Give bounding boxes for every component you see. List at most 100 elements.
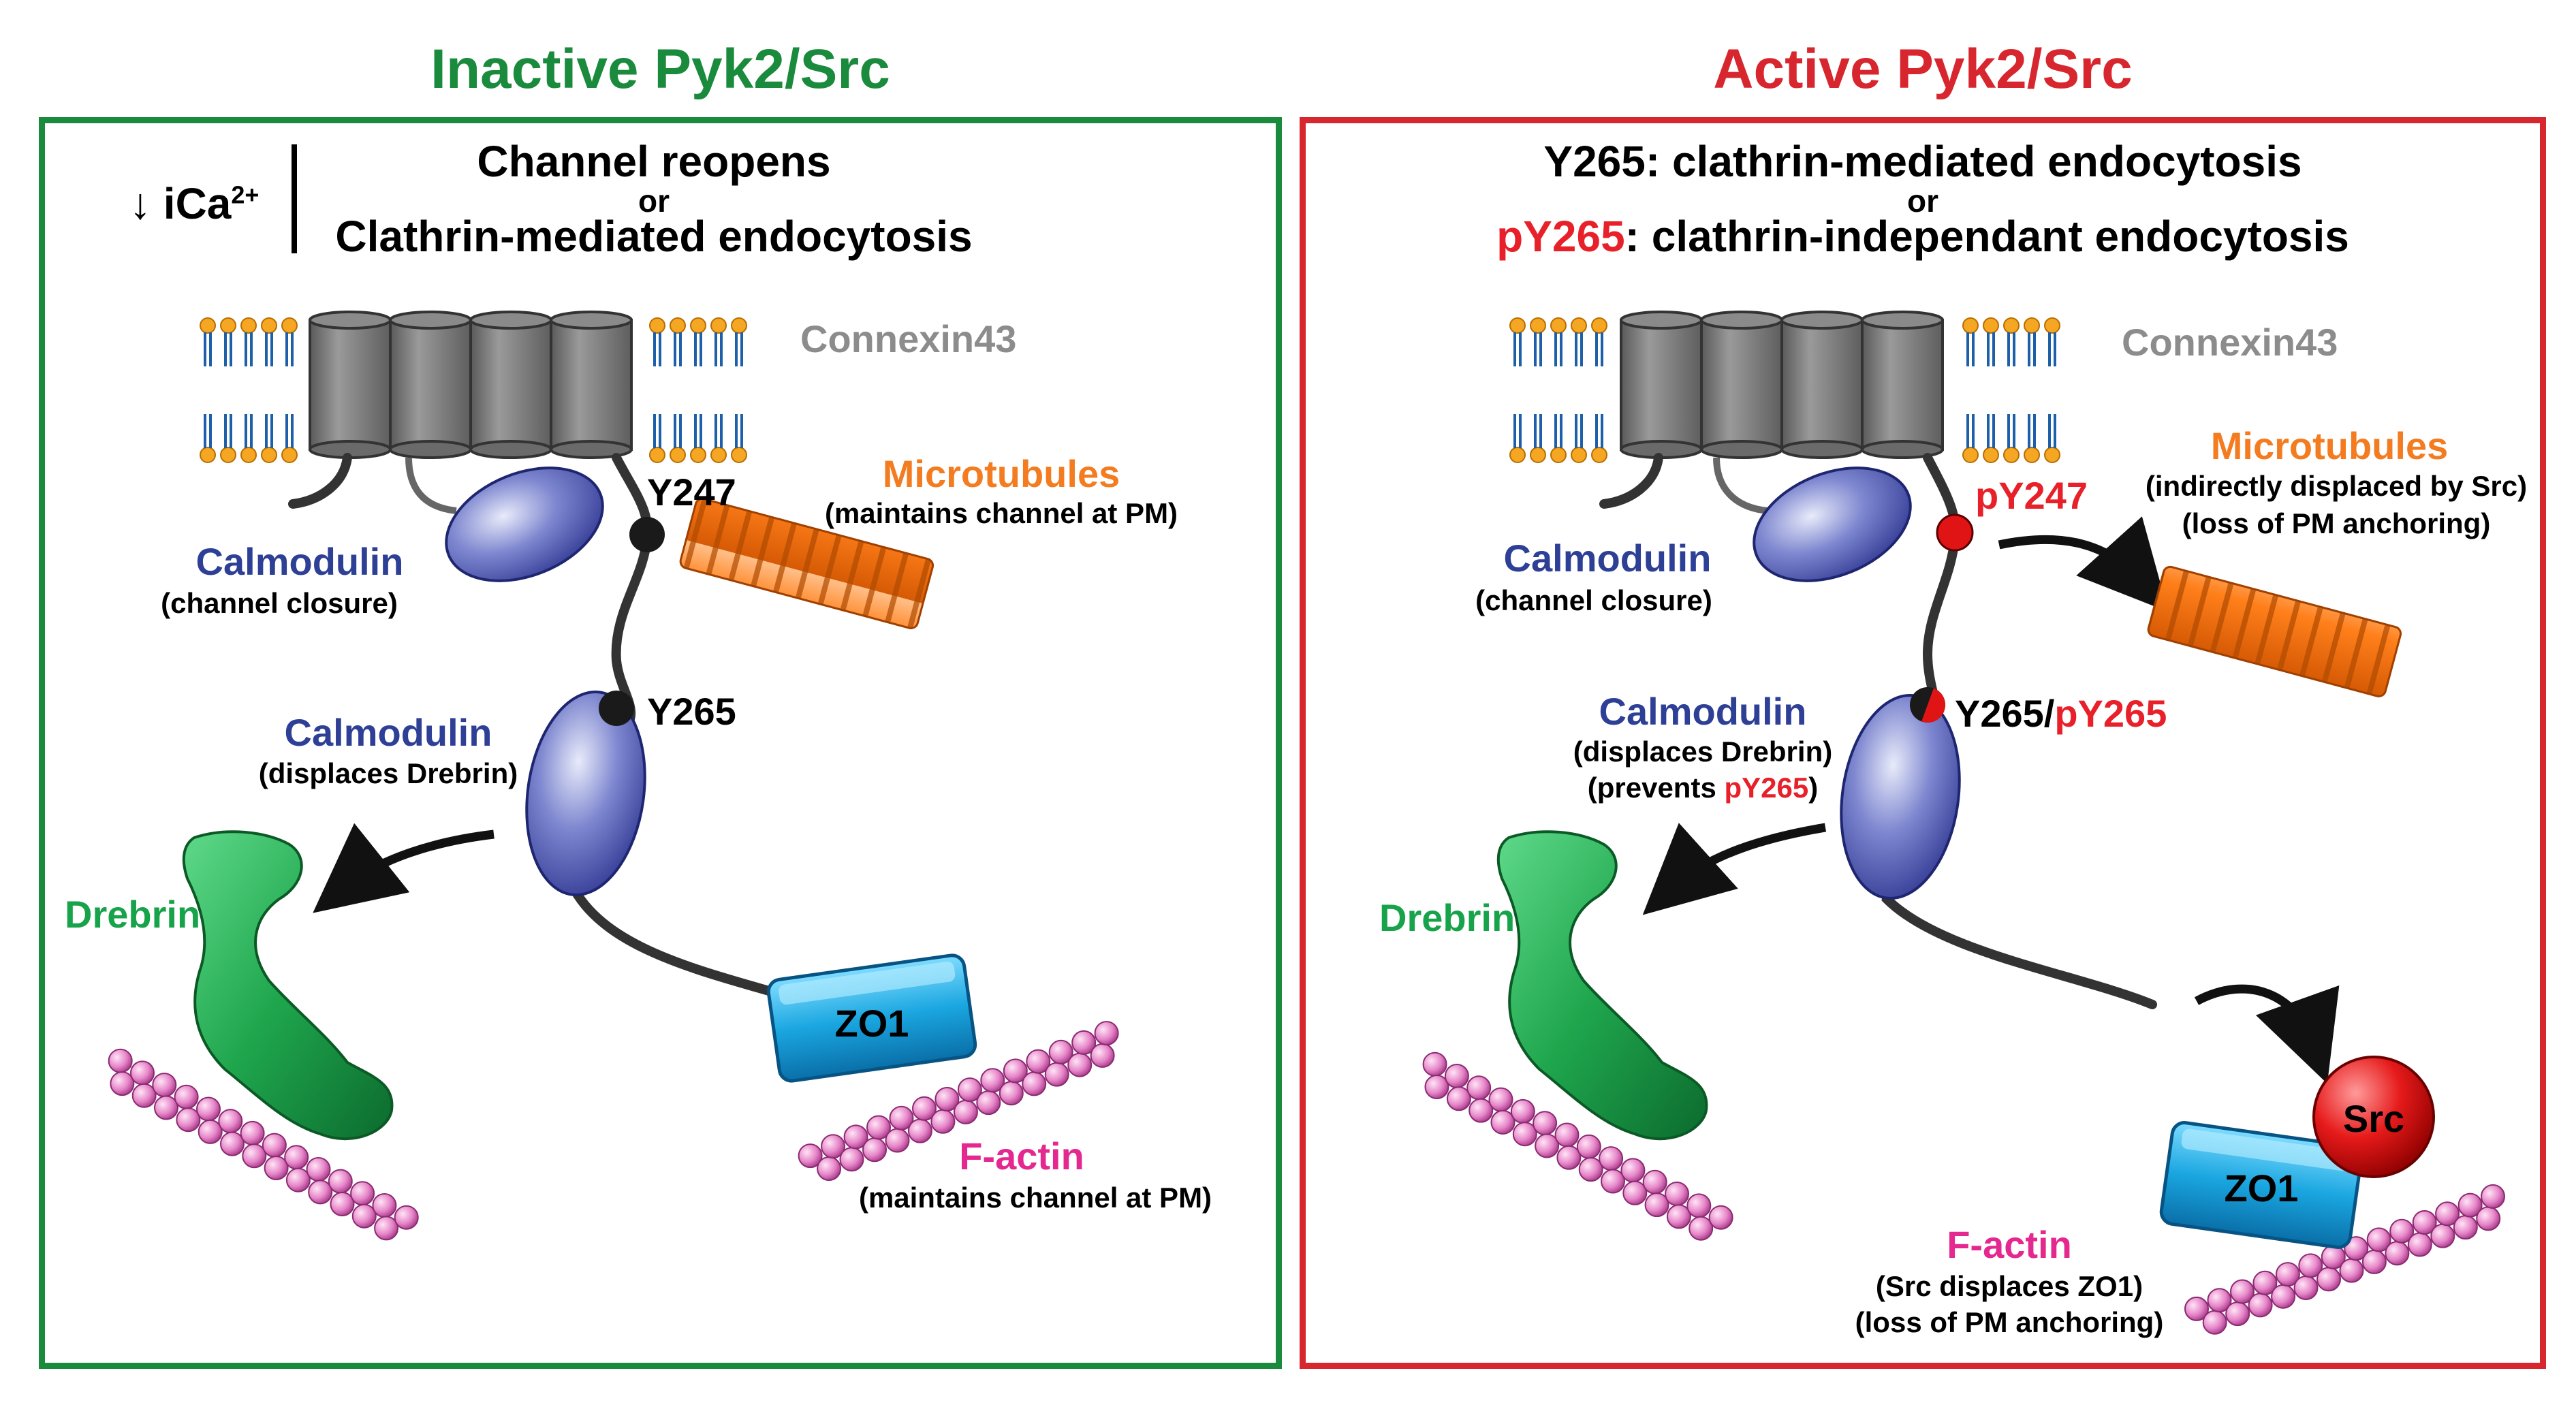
factin-bead (351, 1203, 377, 1229)
factin-bead (242, 1143, 267, 1169)
active-connexin43-label: Connexin43 (2122, 321, 2338, 364)
active-drebrin (1496, 830, 1708, 1141)
inactive-connexin43-label: Connexin43 (800, 317, 1017, 360)
factin-bead (264, 1156, 289, 1180)
active-py247-label: pY247 (1975, 474, 2088, 517)
active-arrow-microtubule (1998, 516, 2169, 612)
factin-bead (2230, 1279, 2255, 1304)
inactive-drebrin-label: Drebrin (65, 893, 201, 936)
factin-bead (798, 1143, 823, 1169)
active-factin-label: F-actin (1947, 1223, 2072, 1266)
inactive-calmodulin-drebrin (525, 690, 646, 897)
factin-bead (1601, 1169, 1625, 1194)
factin-bead (934, 1087, 960, 1111)
inactive-title: Inactive Pyk2/Src (430, 38, 890, 100)
inactive-calmodulin2-label: Calmodulin (284, 711, 492, 754)
factin-bead (2344, 1236, 2369, 1261)
active-zo1-label: ZO1 (2224, 1167, 2299, 1210)
down-arrow-icon: ↓ (129, 179, 151, 228)
inactive-y265-label: Y265 (647, 690, 736, 733)
inactive-arrow-drebrin (313, 823, 494, 913)
factin-bead (2412, 1210, 2437, 1235)
factin-bead (1688, 1216, 1714, 1241)
inactive-drebrin (182, 830, 394, 1141)
inactive-zo1-label: ZO1 (834, 1002, 909, 1045)
factin-bead (1071, 1030, 1097, 1055)
factin-bead (1578, 1157, 1603, 1182)
inactive-factin-label: F-actin (959, 1135, 1084, 1177)
factin-bead (1424, 1075, 1449, 1099)
active-factin-zo1 (2184, 1184, 2505, 1335)
factin-bead (308, 1180, 333, 1205)
active-header-or: or (1907, 183, 1938, 219)
active-factin-sub2: (loss of PM anchoring) (1855, 1306, 2164, 1338)
factin-bead (1048, 1039, 1073, 1064)
active-calmodulin2-sub2: (prevents pY265) (1587, 772, 1819, 804)
factin-bead (1003, 1058, 1028, 1084)
inactive-microtubules-label: Microtubules (882, 452, 1120, 495)
factin-bead (980, 1068, 1005, 1093)
factin-bead (1468, 1098, 1494, 1123)
inactive-calmodulin1-sub: (channel closure) (161, 587, 398, 619)
factin-bead (1446, 1086, 1471, 1111)
factin-bead (131, 1083, 157, 1108)
factin-bead (2435, 1201, 2460, 1227)
active-y265-label: Y265/pY265 (1955, 692, 2167, 735)
active-calmodulin-channel (1753, 467, 1912, 582)
inactive-ica-label: ↓ iCa2+ (129, 179, 260, 228)
inactive-microtubules-sub: (maintains channel at PM) (824, 497, 1178, 529)
factin-bead (2184, 1296, 2209, 1321)
inactive-graphics (108, 311, 1119, 1241)
active-microtubules-label: Microtubules (2210, 424, 2449, 467)
factin-bead (220, 1131, 245, 1156)
active-calmodulin1-label: Calmodulin (1503, 537, 1712, 580)
factin-bead (198, 1119, 223, 1144)
active-calmodulin2-label: Calmodulin (1599, 690, 1807, 733)
active-calmodulin1-sub: (channel closure) (1475, 584, 1712, 616)
inactive-header-or: or (638, 183, 670, 219)
factin-bead (821, 1134, 846, 1159)
inactive-y247-site (629, 517, 665, 552)
factin-bead (866, 1115, 891, 1140)
active-factin-sub1: (Src displaces ZO1) (1875, 1270, 2143, 1302)
active-microtubule (2147, 565, 2402, 697)
active-calmodulin2-sub1: (displaces Drebrin) (1573, 736, 1833, 768)
factin-bead (1556, 1145, 1582, 1170)
factin-bead (912, 1096, 937, 1121)
factin-bead (889, 1105, 914, 1131)
inactive-factin-zo1 (798, 1021, 1119, 1181)
inactive-y265-site (599, 691, 634, 726)
active-py247-site (1936, 513, 1974, 552)
inactive-header-line2: Clathrin-mediated endocytosis (335, 212, 973, 261)
factin-bead (374, 1216, 399, 1241)
active-microtubules-sub1: (indirectly displaced by Src) (2145, 470, 2528, 502)
factin-bead (110, 1071, 135, 1096)
factin-bead (285, 1167, 311, 1192)
factin-bead (2252, 1270, 2278, 1295)
factin-bead (154, 1095, 178, 1120)
factin-bead (1666, 1204, 1691, 1229)
factin-bead (1490, 1109, 1515, 1135)
active-src (2312, 1056, 2435, 1178)
factin-bead (2207, 1288, 2232, 1313)
inactive-calmodulin1-label: Calmodulin (195, 540, 404, 583)
factin-bead (2389, 1218, 2415, 1244)
factin-bead (1535, 1133, 1560, 1158)
inactive-factin-drebrin (108, 1048, 419, 1241)
factin-bead (843, 1124, 868, 1150)
active-arrow-src (2194, 984, 2340, 1084)
inactive-y247-label: Y247 (647, 471, 736, 513)
active-drebrin-label: Drebrin (1379, 896, 1515, 939)
active-header-line1: Y265: clathrin-mediated endocytosis (1543, 137, 2302, 186)
factin-bead (1094, 1021, 1119, 1046)
factin-bead (1512, 1122, 1537, 1147)
inactive-calmodulin-channel (445, 467, 604, 582)
inactive-calmodulin2-sub: (displaces Drebrin) (258, 757, 518, 789)
inactive-factin-sub: (maintains channel at PM) (858, 1182, 1212, 1214)
factin-bead (394, 1205, 419, 1230)
factin-bead (2481, 1184, 2505, 1209)
factin-bead (1644, 1192, 1669, 1218)
inactive-microtubule (679, 497, 934, 629)
inactive-header-line1: Channel reopens (477, 137, 831, 186)
